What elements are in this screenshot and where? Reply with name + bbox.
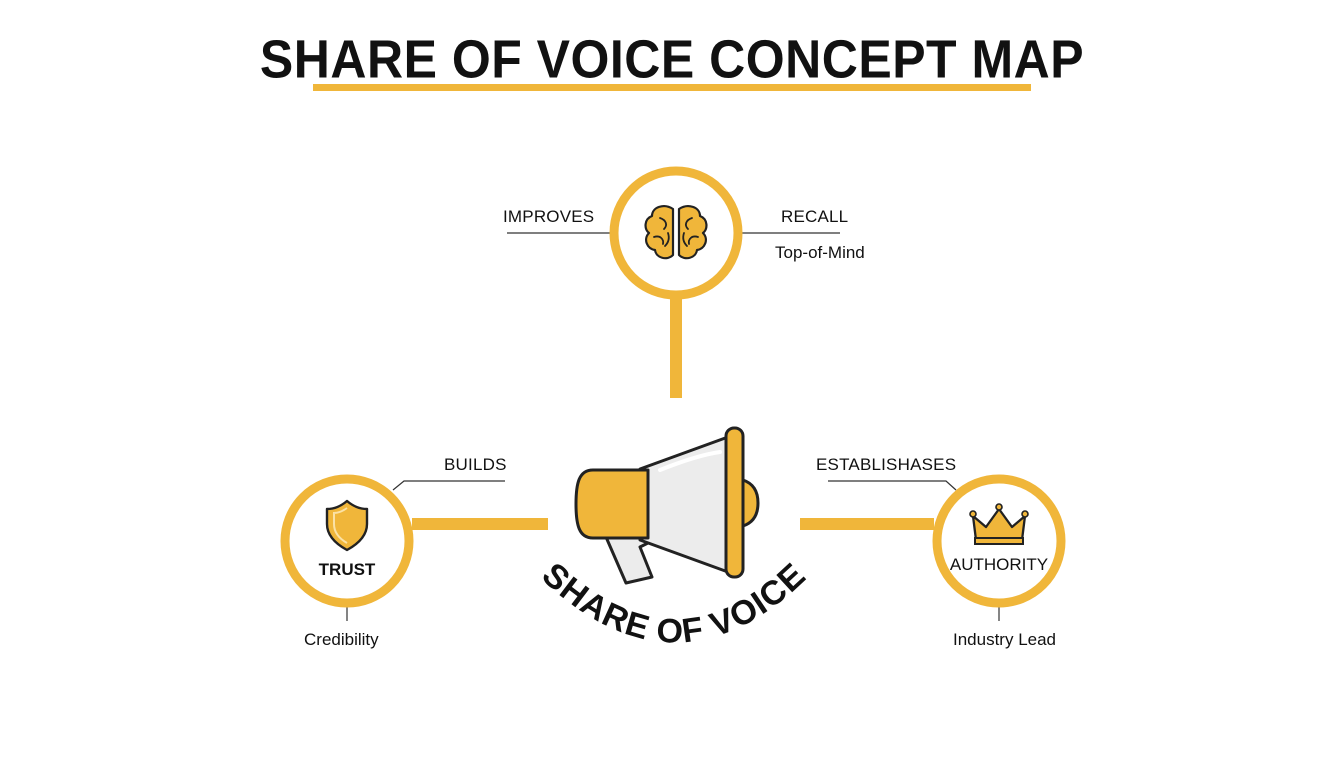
leader-builds xyxy=(392,480,505,491)
node-authority xyxy=(932,474,1066,608)
connectors xyxy=(412,294,934,530)
crown-band xyxy=(974,537,1024,545)
megaphone-body xyxy=(574,468,650,540)
label-industry-lead: Industry Lead xyxy=(953,630,1057,649)
connector-right xyxy=(800,518,934,530)
shield-icon xyxy=(325,499,369,552)
label-builds: BUILDS xyxy=(444,455,507,474)
label-top-of-mind: Top-of-Mind xyxy=(775,243,865,262)
connector-top xyxy=(670,294,682,398)
megaphone-rim xyxy=(724,426,745,579)
label-improves: IMPROVES xyxy=(503,207,595,226)
node-trust xyxy=(280,474,414,608)
leader-lines xyxy=(346,232,1000,621)
node-recall-ring xyxy=(609,166,743,300)
crown-icon xyxy=(969,503,1029,545)
leader-establishes xyxy=(828,480,957,491)
megaphone-bell xyxy=(741,478,760,528)
megaphone-cone xyxy=(638,435,730,574)
center-label: SHARE OF VOICE xyxy=(535,555,814,650)
connector-left xyxy=(412,518,548,530)
megaphone-icon xyxy=(574,426,760,585)
label-authority: AUTHORITY xyxy=(949,555,1049,574)
label-trust: TRUST xyxy=(318,560,376,579)
node-recall xyxy=(609,166,743,300)
label-establishases: ESTABLISHASES xyxy=(816,455,957,474)
brain-icon xyxy=(644,205,708,260)
label-credibility: Credibility xyxy=(304,630,379,649)
title-underline xyxy=(313,84,1031,91)
label-recall: RECALL xyxy=(781,207,849,226)
center-label-path: SHARE OF VOICE xyxy=(535,555,813,650)
page-title: SHARE OF VOICE CONCEPT MAP xyxy=(259,29,1085,90)
